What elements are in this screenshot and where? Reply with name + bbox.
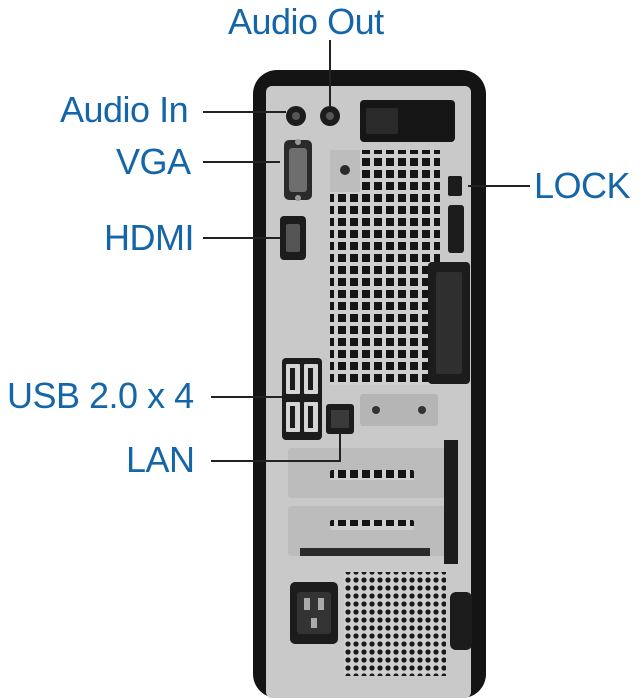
label-usb: USB 2.0 x 4 [7,375,194,416]
label-hdmi: HDMI [104,217,195,258]
lower-vent [344,572,446,676]
usb-ports[interactable] [282,358,322,440]
label-audio-out: Audio Out [228,1,384,42]
label-lock: LOCK [534,165,631,206]
label-audio-in: Audio In [60,89,189,130]
label-lan: LAN [126,439,195,480]
lock-slot[interactable] [448,176,462,196]
label-vga: VGA [116,141,191,182]
leader-lines [203,40,530,462]
